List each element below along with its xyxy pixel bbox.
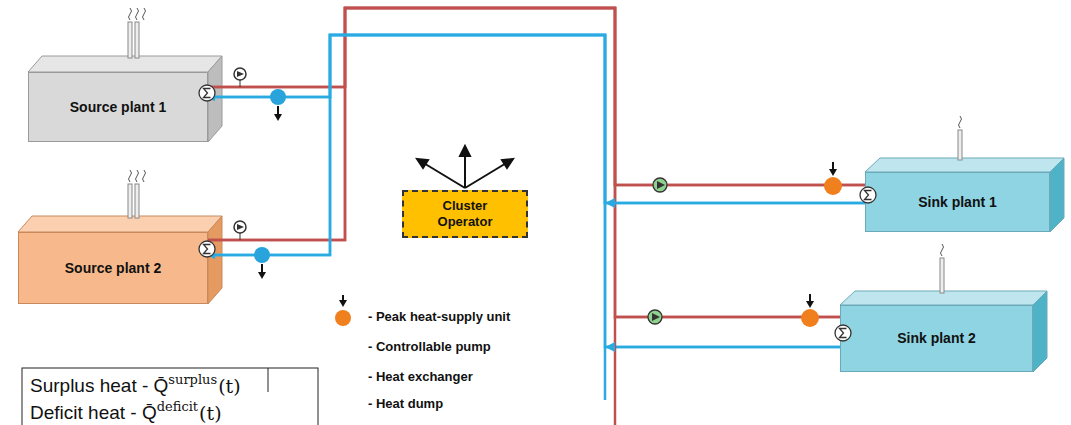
peak-heat-unit	[335, 295, 351, 326]
supply-pipe	[208, 8, 840, 317]
heat-exchanger	[197, 83, 217, 103]
legend-text: - Heat exchanger	[368, 369, 473, 384]
return-pipe	[208, 35, 865, 255]
box-top-face	[28, 56, 222, 72]
source-plant-box: Source plant 1	[28, 72, 208, 142]
heat-dump	[254, 247, 270, 279]
box-side-face	[208, 216, 222, 304]
notation-box	[22, 368, 318, 425]
notation-text: Surplus heat - Q̄	[30, 375, 168, 397]
smoke	[129, 170, 146, 182]
heat-exchanger	[833, 323, 853, 343]
peak-heat-unit	[824, 162, 842, 195]
chimney	[128, 22, 132, 58]
operator-box: Cluster Operator	[402, 190, 528, 238]
math-superscript: deficit	[157, 399, 198, 414]
node-label: Sink plant 2	[897, 330, 976, 347]
smoke	[941, 244, 944, 256]
supply-trunk	[614, 317, 617, 425]
table-rule	[268, 368, 269, 392]
legend-text: - Peak heat-supply unit	[368, 309, 510, 324]
flow-arrowhead	[605, 342, 615, 352]
sink-plant-box: Sink plant 1	[865, 172, 1050, 232]
chimney	[135, 22, 139, 58]
box-side-face	[1050, 158, 1064, 232]
heat-dump	[270, 89, 286, 121]
return-pipe	[208, 35, 840, 347]
chimney	[135, 184, 139, 218]
return-pipe	[208, 35, 840, 347]
flow-arrowhead	[605, 198, 615, 208]
smoke	[959, 116, 962, 128]
box-side-face	[1033, 291, 1047, 372]
peak-heat-unit	[801, 294, 819, 327]
heat-exchanger	[858, 185, 878, 205]
legend-text: - Controllable pump	[368, 339, 491, 354]
node-label: Source plant 2	[65, 260, 161, 277]
return-pipe	[208, 35, 865, 203]
chimney	[128, 184, 132, 218]
pump-symbol	[234, 68, 246, 87]
sink-plant-box: Sink plant 2	[840, 305, 1033, 372]
broadcast-arrows	[417, 146, 513, 188]
source-plant-box: Source plant 2	[18, 232, 208, 304]
notation-text: (t)	[218, 375, 240, 397]
notation-text: Deficit heat - Q̄	[30, 402, 157, 424]
legend-text: - Heat dump	[368, 396, 443, 411]
box-top-face	[18, 216, 222, 232]
notation-text: (t)	[199, 402, 221, 424]
chimney	[958, 130, 962, 160]
smoke	[129, 8, 146, 20]
node-label: Sink plant 1	[918, 194, 997, 211]
heat-exchanger	[197, 239, 217, 259]
math-superscript: surplus	[168, 372, 217, 387]
supply-pipe	[208, 8, 840, 317]
pump-symbol	[653, 178, 667, 192]
supply-pipe	[208, 8, 865, 240]
node-label: Source plant 1	[70, 99, 166, 116]
box-top-face	[865, 158, 1064, 172]
pump-symbol	[234, 221, 246, 240]
chimney	[940, 258, 944, 293]
return-trunk	[604, 347, 607, 400]
pump-symbol	[648, 310, 662, 324]
node-label: Cluster Operator	[420, 198, 510, 229]
